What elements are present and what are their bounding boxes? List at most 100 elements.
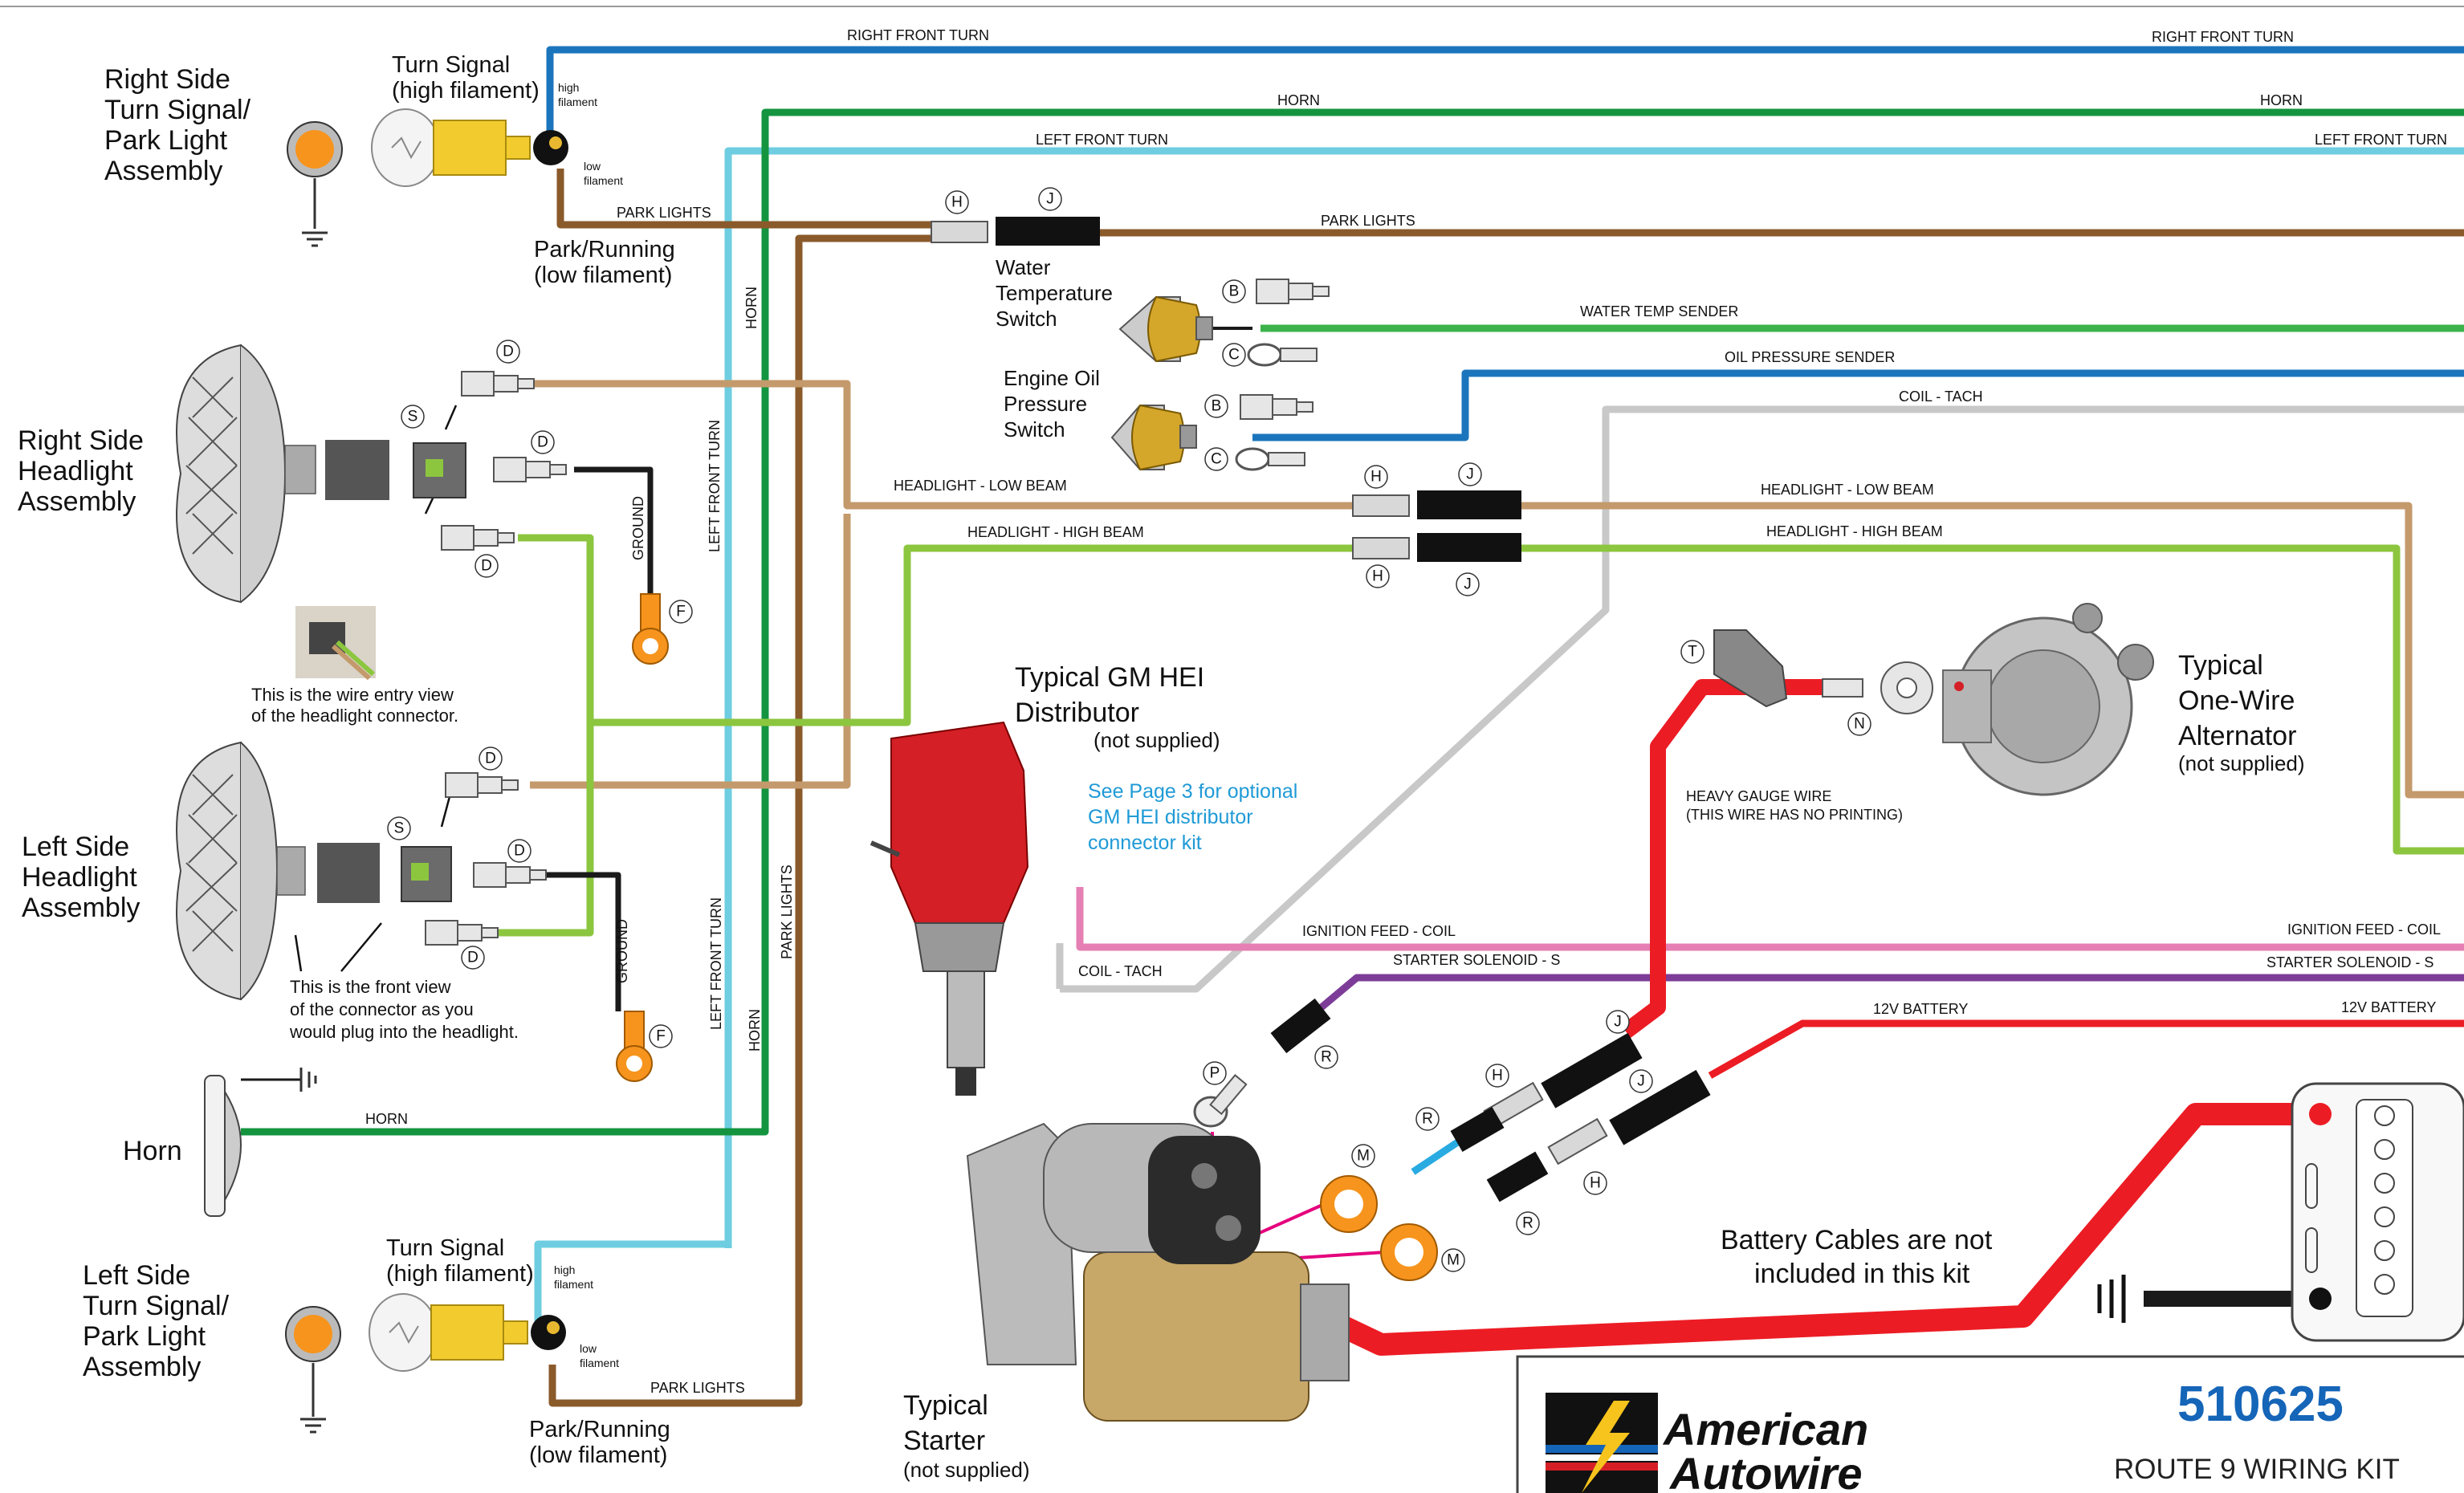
rs-park-label-2: (low filament): [534, 262, 672, 288]
rs-bulb-base: [433, 120, 507, 176]
badge-j-high: J: [1456, 572, 1480, 596]
wire-oil-pressure: [1252, 369, 2464, 441]
badge-p: P: [1203, 1061, 1227, 1085]
red-splice-bottom: [1486, 1069, 1711, 1202]
wire-headlight-high-left: [482, 722, 594, 937]
label-oil-pressure: OIL PRESSURE SENDER: [1725, 349, 1895, 365]
wire-ground-bottom: [546, 872, 621, 1011]
wire-headlight-high: [518, 534, 2464, 855]
low-beam-splice: [1352, 490, 1521, 519]
brand-logo: [1546, 1393, 1658, 1493]
svg-text:T: T: [1688, 644, 1697, 661]
ls-high-filament-2: filament: [554, 1278, 593, 1291]
rs-bulb-tip: [505, 136, 531, 160]
rh-label-3: Assembly: [18, 486, 136, 517]
svg-text:F: F: [676, 604, 686, 620]
park-splice: [931, 217, 1100, 246]
title-block: [1516, 1355, 2464, 1493]
wire-label-text: RIGHT FRONT TURN RIGHT FRONT TURN HORN H…: [365, 27, 2447, 1396]
ls-turn-label-3: Park Light: [83, 1321, 206, 1352]
badge-h-park: H: [945, 190, 969, 214]
rh-label-2: Headlight: [18, 456, 133, 486]
water-temp-switch: [1118, 295, 1213, 363]
svg-text:C: C: [1228, 347, 1240, 364]
hei-distributor: [870, 721, 1029, 1096]
left-headlight: [176, 741, 452, 1001]
badge-h-red-2: H: [1583, 1171, 1607, 1195]
svg-text:D: D: [467, 950, 479, 966]
alternator-label-2: One-Wire: [2178, 685, 2295, 716]
badge-h-high: H: [1366, 564, 1390, 588]
label-park-lights-1: PARK LIGHTS: [617, 205, 711, 221]
splices: [931, 217, 1711, 1202]
badge-r-red-1: R: [1415, 1107, 1440, 1131]
front-view-note-3: would plug into the headlight.: [289, 1022, 519, 1042]
brand-name-2: Autowire: [1668, 1448, 1863, 1493]
svg-text:S: S: [408, 409, 418, 425]
rh-housing: [240, 344, 287, 603]
brand-name-1: American: [1662, 1404, 1868, 1454]
badge-d-rh-ground: D: [531, 430, 555, 454]
rs-bulb-label-1: Turn Signal: [392, 52, 510, 78]
battery: [2097, 1082, 2464, 1342]
red-splice-top: [1450, 1032, 1643, 1152]
rh-socket-pin: [426, 459, 443, 477]
label-park-lights-3: PARK LIGHTS: [650, 1380, 745, 1396]
badge-h-low: H: [1364, 465, 1388, 489]
oil-switch-label-1: Engine Oil: [1004, 366, 1100, 390]
svg-text:R: R: [1321, 1049, 1332, 1066]
badge-s-rh: S: [401, 405, 425, 429]
rs-turn-label-3: Park Light: [104, 125, 228, 156]
front-view-note-1: This is the front view: [290, 977, 451, 997]
wire-horn: [241, 108, 2464, 1136]
label-starter-solenoid-2: STARTER SOLENOID - S: [2266, 954, 2433, 970]
arrow-front-1: [294, 934, 303, 972]
water-switch-label-3: Switch: [996, 307, 1057, 331]
water-ring-c: [1247, 343, 1318, 367]
lh-stem: [276, 846, 306, 896]
filament-labels: high filament low filament high filament…: [554, 81, 623, 1369]
svg-text:D: D: [503, 344, 514, 360]
label-headlight-low-2: HEADLIGHT - LOW BEAM: [1761, 482, 1934, 498]
solenoid-ring-p: [1193, 1074, 1248, 1128]
horn-body: [204, 1068, 317, 1217]
label-left-front-turn-vertical-2: LEFT FRONT TURN: [708, 897, 724, 1030]
svg-text:M: M: [1447, 1252, 1460, 1269]
svg-text:D: D: [514, 843, 525, 860]
badge-j-red-1: J: [1606, 1010, 1630, 1034]
alternator-ring-n: [1822, 661, 1933, 714]
solenoid-ring-m1: [1320, 1175, 1378, 1233]
photo-wire-green: [336, 640, 375, 677]
wire-entry-photo: [295, 606, 376, 681]
wires: [241, 46, 2464, 1407]
ls-ground-icon: [300, 1418, 326, 1434]
label-left-front-turn-2: LEFT FRONT TURN: [2315, 132, 2447, 148]
battery-note-1: Battery Cables are not: [1721, 1225, 1993, 1255]
badge-b-water: B: [1222, 279, 1246, 303]
rs-turn-label-4: Assembly: [104, 156, 222, 186]
badge-c-water: C: [1222, 343, 1246, 367]
label-ground-1: GROUND: [630, 496, 646, 560]
rs-socket: [533, 130, 568, 165]
label-water-temp: WATER TEMP SENDER: [1580, 303, 1738, 319]
rs-high-filament-2: filament: [558, 96, 597, 108]
wire-headlight-low: [534, 380, 2464, 799]
wire-entry-note-1: This is the wire entry view: [251, 685, 454, 705]
ground-ring-f-bottom: [616, 1011, 653, 1082]
rh-stem: [284, 445, 316, 494]
purple-heatshrink: [1270, 998, 1331, 1054]
oil-pressure-switch: [1110, 404, 1197, 471]
rh-lens: [176, 344, 242, 604]
rs-park-label-1: Park/Running: [534, 237, 675, 262]
rs-bulb-filament: [391, 136, 422, 160]
lh-socket-pin: [411, 863, 429, 881]
wire-headlight-low-left: [530, 514, 851, 789]
label-horn-1: HORN: [1277, 92, 1320, 108]
svg-text:H: H: [1370, 469, 1382, 486]
lh-lens-grid: [185, 774, 238, 952]
ls-park-label-1: Park/Running: [529, 1417, 670, 1442]
badge-m-2: M: [1441, 1248, 1465, 1272]
svg-text:J: J: [1464, 576, 1472, 593]
svg-text:P: P: [1210, 1065, 1220, 1082]
wire-12v-battery: [1708, 1019, 2464, 1079]
